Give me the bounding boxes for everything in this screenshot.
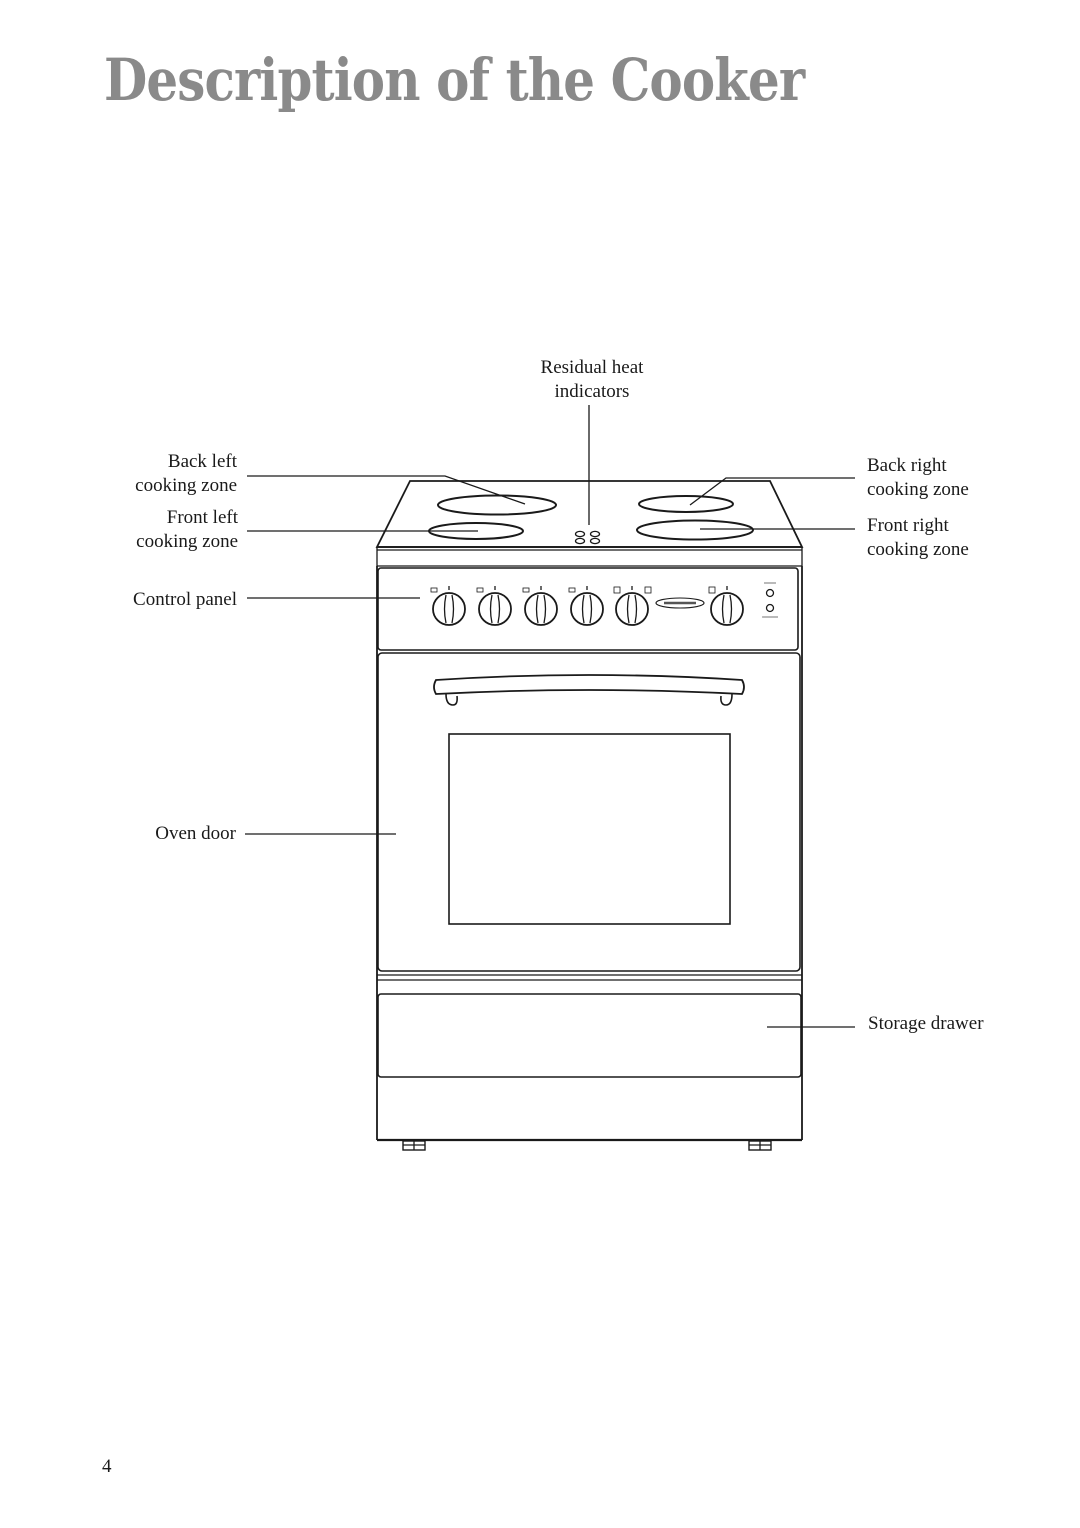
indicator-lamp-icon (765, 588, 775, 598)
hob (375, 480, 804, 567)
back-right-hotplate-icon (638, 495, 734, 513)
label-back-right-line2: cooking zone (867, 479, 969, 500)
label-front-left-line1: Front left (166, 507, 238, 528)
label-front-right: Front right cooking zone (867, 514, 969, 562)
label-back-left-line1: Back left (167, 451, 237, 472)
label-control-panel: Control panel (133, 589, 237, 610)
knob-icon (708, 586, 744, 626)
front-left-hotplate-icon (428, 522, 524, 540)
knob-icon (522, 586, 558, 626)
knobs (430, 586, 744, 626)
label-oven-door: Oven door (155, 823, 236, 844)
page-title: Description of the Cooker (104, 46, 805, 114)
label-residual-heat-line2: indicators (554, 381, 630, 402)
label-front-left-line2: cooking zone (136, 531, 238, 552)
label-back-right: Back right cooking zone (867, 454, 969, 502)
back-left-hotplate-icon (437, 494, 557, 516)
feet (402, 1140, 772, 1151)
leader-lines (245, 405, 855, 1028)
front-right-hotplate-icon (636, 519, 754, 541)
oven-handle (433, 674, 745, 695)
brand-badge (655, 597, 705, 609)
label-front-right-line1: Front right (867, 515, 949, 536)
knob-icon (476, 586, 512, 626)
label-storage-drawer: Storage drawer (868, 1013, 984, 1034)
storage-drawer (377, 993, 802, 1078)
label-back-left-line2: cooking zone (135, 475, 237, 496)
oven-window (448, 733, 731, 925)
indicator-lamp-icon (765, 603, 775, 613)
residual-heat-indicators (574, 530, 601, 545)
knob-icon (568, 586, 604, 626)
page-number: 4 (102, 1456, 112, 1477)
label-residual-heat: Residual heat indicators (530, 356, 654, 404)
knob-icon (430, 586, 466, 626)
label-front-right-line2: cooking zone (867, 539, 969, 560)
label-residual-heat-line1: Residual heat (540, 357, 644, 378)
knob-icon (613, 586, 652, 626)
control-panel (377, 567, 799, 651)
label-front-left: Front left cooking zone (100, 506, 238, 554)
oven-door (377, 652, 801, 972)
label-back-left: Back left cooking zone (100, 450, 237, 498)
label-back-right-line1: Back right (867, 455, 947, 476)
